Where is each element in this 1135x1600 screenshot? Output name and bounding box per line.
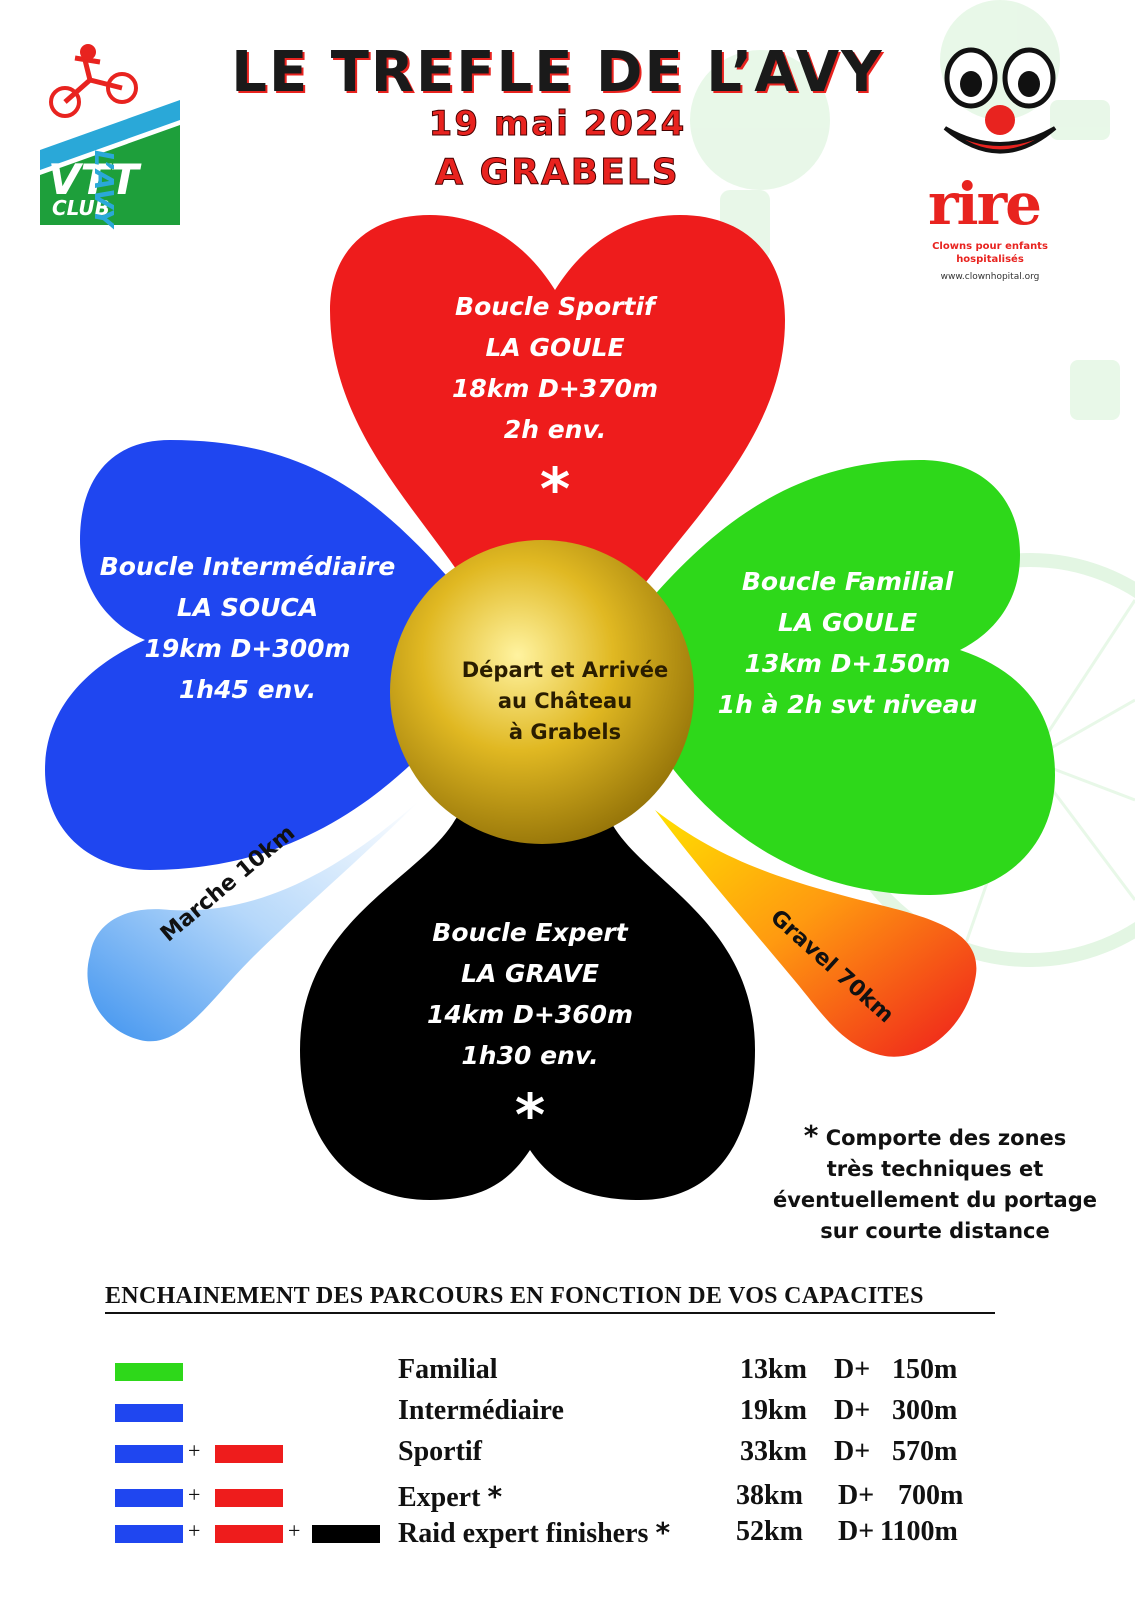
- blue-bar: [115, 1525, 183, 1543]
- route-km: 19km: [740, 1395, 807, 1426]
- route-km: 33km: [740, 1436, 807, 1467]
- expert-petal: [300, 790, 755, 1200]
- route-row-sportif: + Sportif 33km D+ 570m: [0, 1436, 1135, 1472]
- marche-leaf: [87, 800, 420, 1042]
- familial-title: Boucle Familial: [741, 567, 954, 596]
- route-elevation: 700m: [898, 1480, 964, 1511]
- route-elevation: 300m: [892, 1395, 958, 1426]
- logo-vtt-text: VTT: [48, 155, 139, 204]
- technical-mark: *: [655, 1516, 671, 1549]
- note-mark: *: [803, 1119, 819, 1152]
- expert-technical-mark: *: [514, 1081, 546, 1149]
- rire-website: www.clownhopital.org: [940, 272, 1040, 282]
- green-bar: [115, 1363, 183, 1381]
- route-elevation: 570m: [892, 1436, 958, 1467]
- black-bar: [312, 1525, 380, 1543]
- expert-title: Boucle Expert: [432, 918, 628, 947]
- center-line-3: à Grabels: [508, 720, 622, 744]
- page-title: LE TREFLE DE L’AVY: [231, 40, 884, 105]
- intermediaire-duration: 1h45 env.: [178, 675, 317, 704]
- route-dplus: D+: [834, 1354, 871, 1385]
- intermediaire-label: Boucle Intermédiaire LA SOUCA 19km D+300…: [95, 546, 400, 710]
- plus-sign: +: [188, 1482, 201, 1507]
- blue-bar: [115, 1404, 183, 1422]
- center-circle: [390, 540, 694, 844]
- sportif-title: Boucle Sportif: [455, 292, 655, 321]
- route-name: Sportif: [398, 1436, 482, 1467]
- red-bar: [215, 1525, 283, 1543]
- plus-sign: +: [288, 1518, 301, 1543]
- expert-label: Boucle Expert LA GRAVE 14km D+360m 1h30 …: [382, 912, 678, 1144]
- route-name: Intermédiaire: [398, 1395, 564, 1426]
- route-dplus: D+: [834, 1436, 871, 1467]
- expert-duration: 1h30 env.: [461, 1041, 599, 1070]
- route-dplus: D+: [834, 1395, 871, 1426]
- sportif-label: Boucle Sportif LA GOULE 18km D+370m 2h e…: [405, 286, 705, 518]
- clown-face-icon: [943, 47, 1057, 154]
- note-line-3: éventuellement du portage: [772, 1188, 1097, 1212]
- center-line-2: au Château: [497, 689, 633, 713]
- route-km: 13km: [740, 1354, 807, 1385]
- expert-distance: 14km D+360m: [426, 1000, 634, 1029]
- intermediaire-title: Boucle Intermédiaire: [99, 552, 396, 581]
- route-km: 38km: [736, 1480, 803, 1511]
- logo-club-text: CLUB: [52, 196, 110, 220]
- sportif-technical-mark: *: [539, 455, 571, 523]
- intermediaire-petal: [45, 440, 470, 870]
- familial-label: Boucle Familial LA GOULE 13km D+150m 1h …: [700, 561, 995, 725]
- familial-petal: [639, 460, 1055, 895]
- note-line-1: Comporte des zones: [825, 1126, 1067, 1150]
- route-name-text: Raid expert finishers: [398, 1518, 649, 1549]
- route-dplus: D+: [838, 1480, 875, 1511]
- route-row-raid-expert: + + Raid expert finishers * 52km D+ 1100…: [0, 1516, 1135, 1552]
- route-combination-heading: ENCHAINEMENT DES PARCOURS EN FONCTION DE…: [105, 1283, 995, 1314]
- red-bar: [215, 1445, 283, 1463]
- route-name: Expert *: [398, 1480, 502, 1514]
- start-finish-label: Départ et Arrivée au Château à Grabels: [420, 655, 710, 748]
- plus-sign: +: [188, 1518, 201, 1543]
- familial-duration: 1h à 2h svt niveau: [717, 690, 978, 719]
- technical-note: * Comporte des zones très techniques et …: [755, 1120, 1115, 1247]
- route-row-expert: + Expert * 38km D+ 700m: [0, 1480, 1135, 1516]
- blue-bar: [115, 1445, 183, 1463]
- route-row-intermediaire: Intermédiaire 19km D+ 300m: [0, 1395, 1135, 1431]
- vtt-club-logo: [40, 44, 180, 225]
- sportif-distance: 18km D+370m: [451, 374, 659, 403]
- route-name: Raid expert finishers *: [398, 1516, 670, 1550]
- familial-name: LA GOULE: [777, 608, 918, 637]
- sportif-petal: [330, 215, 785, 628]
- plus-sign: +: [188, 1438, 201, 1463]
- route-name: Familial: [398, 1354, 498, 1385]
- center-line-1: Départ et Arrivée: [461, 658, 669, 682]
- event-place: A GRABELS: [435, 152, 680, 194]
- gravel-leaf: [655, 810, 977, 1057]
- rire-tagline: Clowns pour enfants hospitalisés: [932, 241, 1048, 265]
- sportif-name: LA GOULE: [485, 333, 625, 362]
- route-name-text: Expert: [398, 1482, 481, 1513]
- intermediaire-distance: 19km D+300m: [144, 634, 351, 663]
- intermediaire-name: LA SOUCA: [176, 593, 319, 622]
- familial-distance: 13km D+150m: [744, 649, 951, 678]
- rire-brand: rire: [928, 170, 1042, 238]
- note-line-4: sur courte distance: [820, 1219, 1050, 1243]
- expert-name: LA GRAVE: [461, 959, 599, 988]
- note-line-2: très techniques et: [826, 1157, 1044, 1181]
- technical-mark: *: [487, 1480, 503, 1513]
- sportif-duration: 2h env.: [503, 415, 607, 444]
- cyclist-icon: [49, 44, 138, 118]
- event-date: 19 mai 2024: [428, 104, 687, 145]
- route-km: 52km: [736, 1516, 803, 1547]
- route-dplus: D+: [838, 1516, 875, 1547]
- route-row-familial: Familial 13km D+ 150m: [0, 1354, 1135, 1390]
- blue-bar: [115, 1489, 183, 1507]
- route-elevation: 1100m: [880, 1516, 958, 1547]
- route-elevation: 150m: [892, 1354, 958, 1385]
- red-bar: [215, 1489, 283, 1507]
